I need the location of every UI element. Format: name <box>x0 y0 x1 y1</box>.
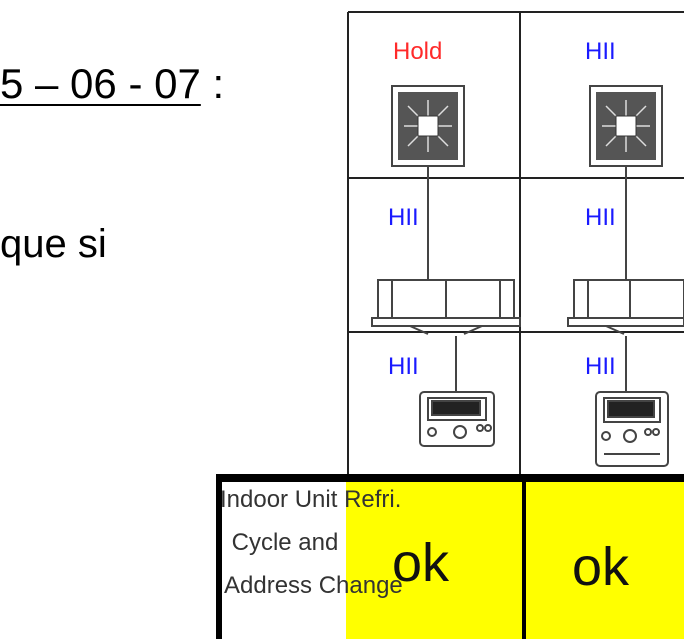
result-ok-cell <box>346 482 522 639</box>
indoor-label: HII <box>388 204 419 231</box>
result-ok-cell <box>526 482 684 639</box>
grid-lines <box>347 11 684 478</box>
outdoor-unit-icon <box>391 85 465 300</box>
indoor-unit-icon <box>567 279 684 335</box>
result-label-line: Cycle and <box>231 529 339 556</box>
result-label-line: Address Change <box>224 572 403 599</box>
heading-colon: : <box>200 60 225 107</box>
outdoor-label: HII <box>585 38 616 65</box>
indoor-label: HII <box>585 204 616 231</box>
remote-label: HII <box>585 353 616 380</box>
result-value: ok <box>392 533 450 593</box>
heading-code: 5 – 06 - 07 <box>0 60 201 107</box>
result-label-cell-frame <box>216 482 344 639</box>
result-value: ok <box>572 537 630 597</box>
remote-controller-icon <box>595 391 669 467</box>
heading-text: 5 – 06 - 07 : <box>0 60 224 108</box>
result-label: Indoor Unit Refri. Cycle and Address Cha… <box>220 478 403 607</box>
result-label-line: Indoor Unit Refri. <box>220 486 402 513</box>
indoor-unit-icon <box>371 279 521 335</box>
remote-label: HII <box>388 353 419 380</box>
outdoor-unit-icon <box>589 85 663 300</box>
body-text: que si <box>0 222 107 266</box>
outdoor-label: Hold <box>393 38 443 65</box>
remote-controller-icon <box>419 391 495 447</box>
